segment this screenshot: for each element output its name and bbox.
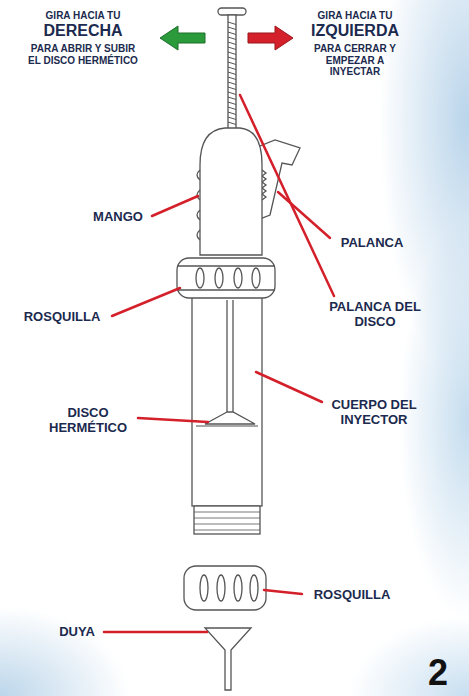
direction-word: IZQUIERDA <box>300 22 410 40</box>
rod-threads <box>228 22 236 125</box>
part-label: PALANCA <box>334 236 410 251</box>
top-nut <box>177 258 275 298</box>
nozzle <box>205 628 251 690</box>
part-label: CUERPO DEL INYECTOR <box>318 398 430 428</box>
part-label: DUYA <box>52 625 102 640</box>
handle-body <box>200 128 262 255</box>
part-label: ROSQUILLA <box>304 588 400 603</box>
part-label: DISCO HERMÉTICO <box>40 406 136 436</box>
turn-hint: GIRA HACIA TU <box>28 10 138 22</box>
leader-lines <box>104 95 334 632</box>
direction-word: DERECHA <box>28 22 138 40</box>
bottom-nut <box>184 566 266 610</box>
hermetic-disc <box>205 412 255 424</box>
part-label: MANGO <box>86 210 150 225</box>
handle-ridges <box>197 170 200 240</box>
disc-lever-rod <box>228 15 236 133</box>
rod-handle <box>218 8 246 15</box>
red-arrow <box>248 26 293 50</box>
green-arrow <box>160 26 205 50</box>
turn-instruction: PARA ABRIR Y SUBIR EL DISCO HERMÉTICO <box>28 43 138 66</box>
part-label: ROSQUILLA <box>14 310 110 325</box>
injector-body <box>192 296 262 506</box>
page-number: 2 <box>418 652 458 693</box>
turn-hint: GIRA HACIA TU <box>300 10 410 22</box>
turn-instruction: PARA CERRAR Y EMPEZAR A INYECTAR <box>305 43 405 78</box>
body-thread <box>194 506 260 534</box>
part-label: PALANCA DEL DISCO <box>322 300 428 330</box>
injector-outline <box>177 8 300 690</box>
